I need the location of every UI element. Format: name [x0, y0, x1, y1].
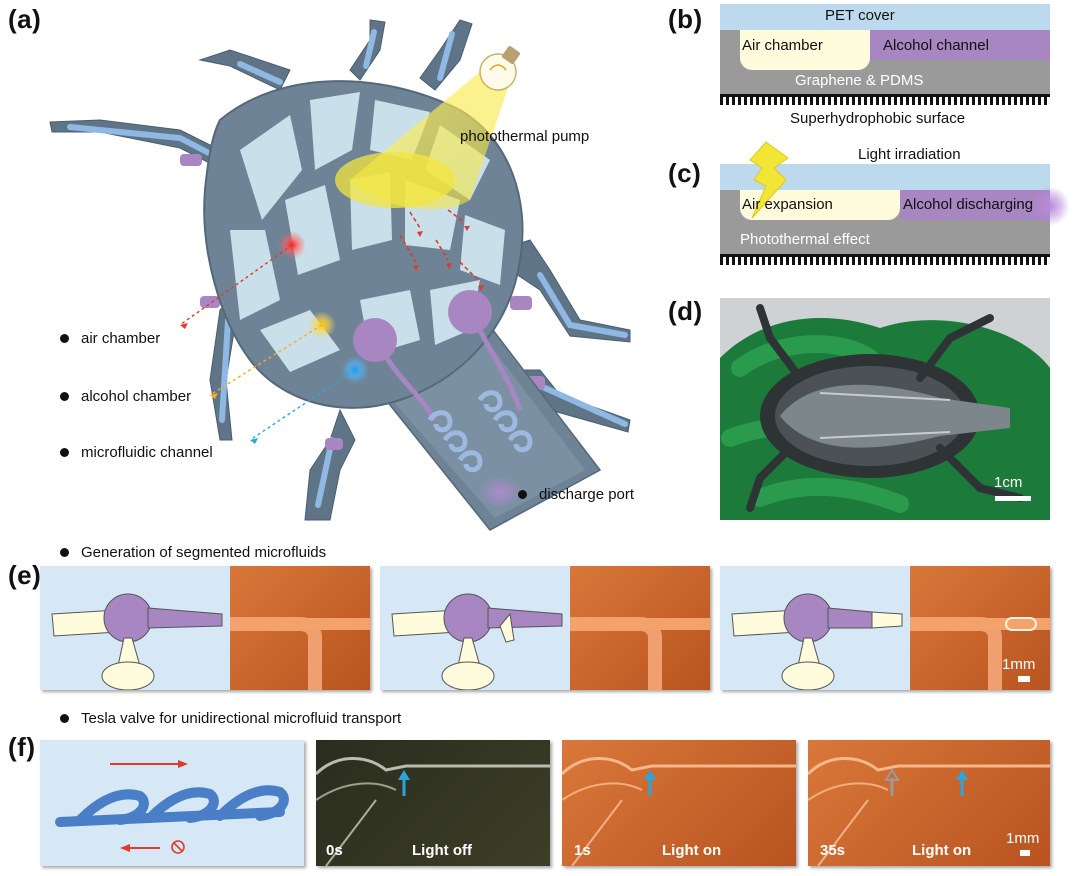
- graphene-pdms-label: Graphene & PDMS: [795, 72, 924, 89]
- light-bulb-icon: [479, 46, 520, 91]
- bullet-icon: [60, 547, 69, 557]
- panel-label-e: (e): [8, 560, 42, 590]
- bullet-icon: [60, 333, 69, 343]
- bullet-icon: [518, 489, 527, 499]
- e-frame-2: [380, 566, 710, 690]
- panel-label-c: (c): [668, 158, 702, 188]
- f-photo-1s: 1s Light on: [562, 740, 796, 866]
- microfluidic-channel-text: microfluidic channel: [81, 444, 213, 461]
- superhydrophobic-surface: [720, 94, 1050, 105]
- air-chamber-block: [740, 30, 870, 70]
- panel-label-f: (f): [8, 732, 36, 762]
- photothermal-pump-label: photothermal pump: [460, 128, 590, 145]
- f-frame-1-time: 1s: [574, 842, 591, 859]
- f-heading: Tesla valve for unidirectional microflui…: [60, 710, 401, 727]
- discharge-port-text: discharge port: [539, 486, 635, 503]
- f-frame-0-time: 0s: [326, 842, 343, 859]
- b-air-chamber-label: Air chamber: [742, 37, 823, 54]
- e-photo-2: [570, 566, 710, 690]
- tesla-valve-diagram: [40, 740, 304, 866]
- air-chamber-label: air chamber: [60, 330, 160, 347]
- beetle-illustration: [40, 0, 660, 540]
- alcohol-discharging-block: [900, 190, 1050, 220]
- light-irradiation-label: Light irradiation: [858, 146, 961, 163]
- bullet-icon: [60, 713, 69, 723]
- d-scale-label: 1cm: [994, 474, 1023, 491]
- e-scale-label: 1mm: [1002, 656, 1036, 673]
- f-frame-2-time: 35s: [820, 842, 846, 859]
- f-frame-2-state: Light on: [912, 842, 972, 859]
- blue-arrow-icon: [956, 770, 968, 780]
- e-heading: Generation of segmented microfluids: [60, 544, 326, 561]
- f-scale-bar: [1020, 850, 1030, 856]
- pet-cover-layer: [720, 4, 1050, 30]
- gray-arrow-icon: [884, 768, 900, 781]
- cross-section-c: [720, 164, 1050, 265]
- blue-arrow-icon: [644, 770, 656, 780]
- f-frame-0-state: Light off: [412, 842, 472, 859]
- superhydrophobic-label: Superhydrophobic surface: [790, 110, 966, 127]
- blue-arrow-icon: [398, 770, 410, 780]
- bullet-icon: [60, 391, 69, 401]
- f-frame-1-state: Light on: [662, 842, 722, 859]
- f-heading-text: Tesla valve for unidirectional microflui…: [81, 710, 402, 727]
- e-photo-1: [230, 566, 370, 690]
- air-chamber-text: air chamber: [81, 330, 161, 347]
- pet-cover-label: PET cover: [825, 7, 895, 24]
- panel-label-b: (b): [668, 4, 703, 34]
- lightning-icon: [744, 140, 794, 220]
- f-photo-35s: 35s Light on 1mm: [808, 740, 1050, 866]
- cross-section-b: [720, 4, 1050, 105]
- discharge-glow: [1030, 186, 1070, 226]
- beetle-photo: [720, 298, 1050, 520]
- air-expansion-label: Air expansion: [742, 196, 833, 213]
- e-frame-3: [720, 566, 1050, 690]
- alcohol-chamber-text: alcohol chamber: [81, 388, 192, 405]
- panel-label-a: (a): [8, 4, 42, 34]
- bullet-icon: [60, 447, 69, 457]
- f-scale-label: 1mm: [1006, 830, 1040, 847]
- alcohol-channel-block: [870, 30, 1050, 60]
- e-photo-3: [910, 566, 1050, 690]
- e-heading-text: Generation of segmented microfluids: [81, 544, 327, 561]
- alcohol-channel-label: Alcohol channel: [883, 37, 989, 54]
- discharge-port-label: discharge port: [518, 486, 634, 503]
- c-superhydrophobic-surface: [720, 254, 1050, 265]
- e-scale-bar: [1018, 676, 1030, 682]
- alcohol-discharging-label: Alcohol discharging: [903, 196, 1034, 213]
- d-scale-bar: [995, 496, 1031, 501]
- alcohol-chamber-label: alcohol chamber: [60, 388, 191, 405]
- prohibit-icon: [171, 840, 185, 854]
- e-frame-1: [40, 566, 370, 690]
- f-photo-0s: 0s Light off: [316, 740, 550, 866]
- panel-label-d: (d): [668, 296, 703, 326]
- photothermal-effect-label: Photothermal effect: [740, 231, 870, 248]
- microfluidic-channel-label: microfluidic channel: [60, 444, 213, 461]
